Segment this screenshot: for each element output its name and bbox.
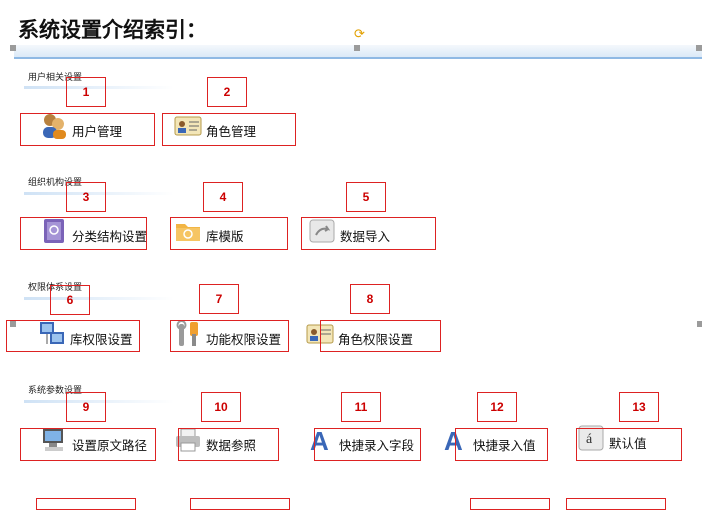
number-box: 1 xyxy=(66,77,106,107)
number-box: 4 xyxy=(203,182,243,212)
data-reference-item[interactable]: 数据参照 xyxy=(174,426,256,454)
book-icon xyxy=(40,217,68,245)
section-divider xyxy=(24,86,174,89)
item-label: 库权限设置 xyxy=(70,331,133,347)
svg-text:A: A xyxy=(444,426,463,454)
number-box: 3 xyxy=(66,182,106,212)
item-label: 设置原文路径 xyxy=(72,437,148,453)
highlight-outline xyxy=(162,113,296,146)
item-label: 数据参照 xyxy=(206,437,257,453)
section-divider xyxy=(24,400,174,403)
number-box: 6 xyxy=(50,285,90,315)
item-label: 快捷录入字段 xyxy=(339,437,415,453)
section-label-permission: 权限体系设置 xyxy=(28,283,83,293)
item-label: 库模版 xyxy=(206,228,244,244)
item-label: 角色管理 xyxy=(206,123,257,139)
resize-handle[interactable] xyxy=(354,45,360,51)
number-box: 12 xyxy=(477,392,517,422)
header-band xyxy=(14,45,702,59)
highlight-outline xyxy=(190,498,290,510)
section-label-org: 组织机构设置 xyxy=(28,178,83,188)
role-management-item[interactable]: 角色管理 xyxy=(174,112,256,140)
number-box: 13 xyxy=(619,392,659,422)
user-management-item[interactable]: 用户管理 xyxy=(40,112,122,140)
highlight-outline xyxy=(36,498,136,510)
item-label: 分类结构设置 xyxy=(72,228,148,244)
highlight-outline xyxy=(314,428,421,461)
highlight-outline xyxy=(301,217,436,250)
item-label: 数据导入 xyxy=(340,228,391,244)
item-label: 快捷录入值 xyxy=(473,437,536,453)
highlight-outline xyxy=(576,428,682,461)
default-value-icon: á xyxy=(577,424,605,452)
item-label: 默认值 xyxy=(609,435,647,451)
folder-icon xyxy=(174,217,202,245)
highlight-outline xyxy=(320,320,441,352)
section-label-system: 系统参数设置 xyxy=(28,386,83,396)
category-structure-item[interactable]: 分类结构设置 xyxy=(40,217,147,245)
highlight-outline xyxy=(20,217,147,250)
section-label-user: 用户相关设置 xyxy=(28,73,83,83)
resize-handle[interactable] xyxy=(10,321,16,327)
resize-handle[interactable] xyxy=(10,45,16,51)
id-card-icon xyxy=(174,112,202,140)
printer-icon xyxy=(174,426,202,454)
data-import-item[interactable]: 数据导入 xyxy=(308,217,390,245)
highlight-outline xyxy=(20,113,155,146)
item-label: 功能权限设置 xyxy=(206,331,282,347)
network-icon xyxy=(38,320,66,348)
number-box: 5 xyxy=(346,182,386,212)
number-box: 11 xyxy=(341,392,381,422)
highlight-outline xyxy=(455,428,548,461)
computer-icon xyxy=(40,426,68,454)
refresh-icon[interactable]: ⟳ xyxy=(354,26,365,41)
resize-handle[interactable] xyxy=(697,321,702,327)
number-box: 7 xyxy=(199,284,239,314)
highlight-outline xyxy=(20,428,156,461)
number-box: 9 xyxy=(66,392,106,422)
highlight-outline xyxy=(6,320,140,352)
library-permission-item[interactable]: 库权限设置 xyxy=(38,320,133,348)
highlight-outline xyxy=(470,498,550,510)
section-divider xyxy=(24,297,174,300)
tools-icon xyxy=(174,320,202,348)
section-divider xyxy=(24,192,174,195)
highlight-outline xyxy=(170,217,288,250)
svg-text:á: á xyxy=(586,432,593,447)
default-value-item[interactable]: á 默认值 xyxy=(577,424,647,452)
highlight-outline xyxy=(170,320,289,352)
item-label: 用户管理 xyxy=(72,123,123,139)
source-path-item[interactable]: 设置原文路径 xyxy=(40,426,147,454)
page-title: 系统设置介绍索引： xyxy=(18,18,207,42)
number-box: 10 xyxy=(201,392,241,422)
highlight-outline xyxy=(566,498,666,510)
number-box: 2 xyxy=(207,77,247,107)
import-icon xyxy=(308,217,336,245)
library-template-item[interactable]: 库模版 xyxy=(174,217,244,245)
users-icon xyxy=(40,112,68,140)
quick-entry-value-item[interactable]: A 快捷录入值 xyxy=(441,426,536,454)
letter-a-icon: A xyxy=(441,426,469,454)
item-label: 角色权限设置 xyxy=(338,331,414,347)
resize-handle[interactable] xyxy=(696,45,702,51)
function-permission-item[interactable]: 功能权限设置 xyxy=(174,320,281,348)
number-box: 8 xyxy=(350,284,390,314)
highlight-outline xyxy=(178,428,279,461)
